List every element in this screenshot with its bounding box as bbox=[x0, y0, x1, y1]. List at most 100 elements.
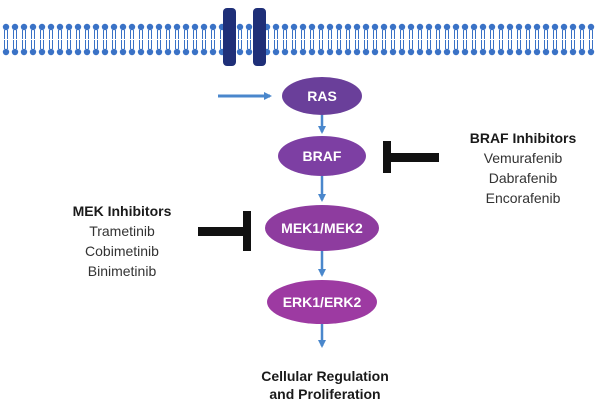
lipid-tail bbox=[247, 30, 251, 39]
lipid-head bbox=[515, 48, 523, 56]
lipid-head bbox=[488, 23, 496, 31]
lipid-head bbox=[578, 23, 586, 31]
lipid-tail bbox=[382, 40, 386, 49]
node-erk-shape bbox=[267, 280, 377, 324]
lipid-head bbox=[452, 48, 460, 56]
lipid-tail bbox=[58, 40, 62, 49]
lipid-tail bbox=[580, 40, 584, 49]
lipid-head bbox=[146, 48, 154, 56]
lipid-tail bbox=[67, 40, 71, 49]
lipid-tail bbox=[355, 30, 359, 39]
mek-drug-cobimetinib: Cobimetinib bbox=[85, 243, 159, 259]
lipid-tail bbox=[175, 40, 179, 49]
lipid-head bbox=[245, 48, 253, 56]
lipid-tail bbox=[202, 30, 206, 39]
lipid-head bbox=[38, 23, 46, 31]
lipid-head bbox=[164, 48, 172, 56]
lipid-tail bbox=[184, 30, 188, 39]
lipid-tail bbox=[13, 30, 17, 39]
lipid-head bbox=[182, 23, 190, 31]
lipid-tail bbox=[571, 40, 575, 49]
lipid-tail bbox=[85, 30, 89, 39]
lipid-tail bbox=[337, 30, 341, 39]
braf-inhibitors-list: BRAF Inhibitors Vemurafenib Dabrafenib E… bbox=[470, 130, 577, 206]
lipid-tail bbox=[436, 40, 440, 49]
lipid-head bbox=[407, 23, 415, 31]
lipid-tail bbox=[85, 40, 89, 49]
lipid-head bbox=[434, 23, 442, 31]
lipid-tail bbox=[490, 40, 494, 49]
lipid-tail bbox=[301, 40, 305, 49]
lipid-tail bbox=[445, 30, 449, 39]
lipid-tail bbox=[337, 40, 341, 49]
lipid-tail bbox=[157, 30, 161, 39]
lipid-head bbox=[380, 48, 388, 56]
cell-membrane bbox=[2, 23, 595, 56]
lipid-head bbox=[101, 48, 109, 56]
lipid-head bbox=[299, 23, 307, 31]
lipid-tail bbox=[40, 40, 44, 49]
node-braf-label: BRAF bbox=[303, 148, 342, 164]
braf-drug-dabrafenib: Dabrafenib bbox=[489, 170, 558, 186]
lipid-head bbox=[47, 23, 55, 31]
node-ras-shape bbox=[282, 77, 362, 115]
lipid-tail bbox=[193, 30, 197, 39]
lipid-tail bbox=[4, 30, 8, 39]
lipid-tail bbox=[346, 30, 350, 39]
lipid-tail bbox=[535, 40, 539, 49]
lipid-head bbox=[11, 48, 19, 56]
lipid-head bbox=[137, 48, 145, 56]
mek-drug-binimetinib: Binimetinib bbox=[88, 263, 157, 279]
lipid-tail bbox=[589, 30, 593, 39]
node-ras-label: RAS bbox=[307, 88, 337, 104]
lipid-tail bbox=[454, 40, 458, 49]
lipid-head bbox=[128, 48, 136, 56]
lipid-tail bbox=[571, 30, 575, 39]
lipid-head bbox=[11, 23, 19, 31]
mek-inhibitors-list: MEK Inhibitors Trametinib Cobimetinib Bi… bbox=[73, 203, 172, 279]
lipid-head bbox=[434, 48, 442, 56]
mek-drug-trametinib: Trametinib bbox=[89, 223, 155, 239]
lipid-tail bbox=[121, 30, 125, 39]
node-ras: RAS bbox=[282, 77, 362, 115]
lipid-head bbox=[65, 23, 73, 31]
mek-inhibitors-title: MEK Inhibitors bbox=[73, 203, 172, 219]
lipid-tail bbox=[13, 40, 17, 49]
lipid-head bbox=[353, 48, 361, 56]
lipid-tail bbox=[58, 30, 62, 39]
lipid-tail bbox=[499, 40, 503, 49]
lipid-head bbox=[470, 23, 478, 31]
lipid-head bbox=[155, 23, 163, 31]
lipid-tail bbox=[247, 40, 251, 49]
lipid-head bbox=[353, 23, 361, 31]
lipid-tail bbox=[31, 30, 35, 39]
lipid-tail bbox=[445, 40, 449, 49]
lipid-head bbox=[164, 23, 172, 31]
node-braf-shape bbox=[278, 136, 366, 176]
lipid-tail bbox=[355, 40, 359, 49]
lipid-tail bbox=[472, 30, 476, 39]
lipid-tail bbox=[418, 30, 422, 39]
lipid-head bbox=[533, 48, 541, 56]
lipid-tail bbox=[202, 40, 206, 49]
lipid-head bbox=[335, 48, 343, 56]
lipid-head bbox=[326, 48, 334, 56]
lipid-head bbox=[236, 23, 244, 31]
signal-arrows bbox=[218, 92, 326, 348]
lipid-head bbox=[92, 23, 100, 31]
lipid-head bbox=[470, 48, 478, 56]
lipid-tail bbox=[67, 30, 71, 39]
lipid-tail bbox=[391, 30, 395, 39]
lipid-tail bbox=[4, 40, 8, 49]
lipid-tail bbox=[94, 40, 98, 49]
lipid-head bbox=[461, 48, 469, 56]
lipid-head bbox=[281, 48, 289, 56]
lipid-head bbox=[155, 48, 163, 56]
lipid-tail bbox=[544, 30, 548, 39]
braf-inhibitors-title: BRAF Inhibitors bbox=[470, 130, 577, 146]
lipid-tail bbox=[481, 40, 485, 49]
lipid-head bbox=[83, 23, 91, 31]
lipid-tail bbox=[490, 30, 494, 39]
node-mek-shape bbox=[265, 205, 379, 251]
